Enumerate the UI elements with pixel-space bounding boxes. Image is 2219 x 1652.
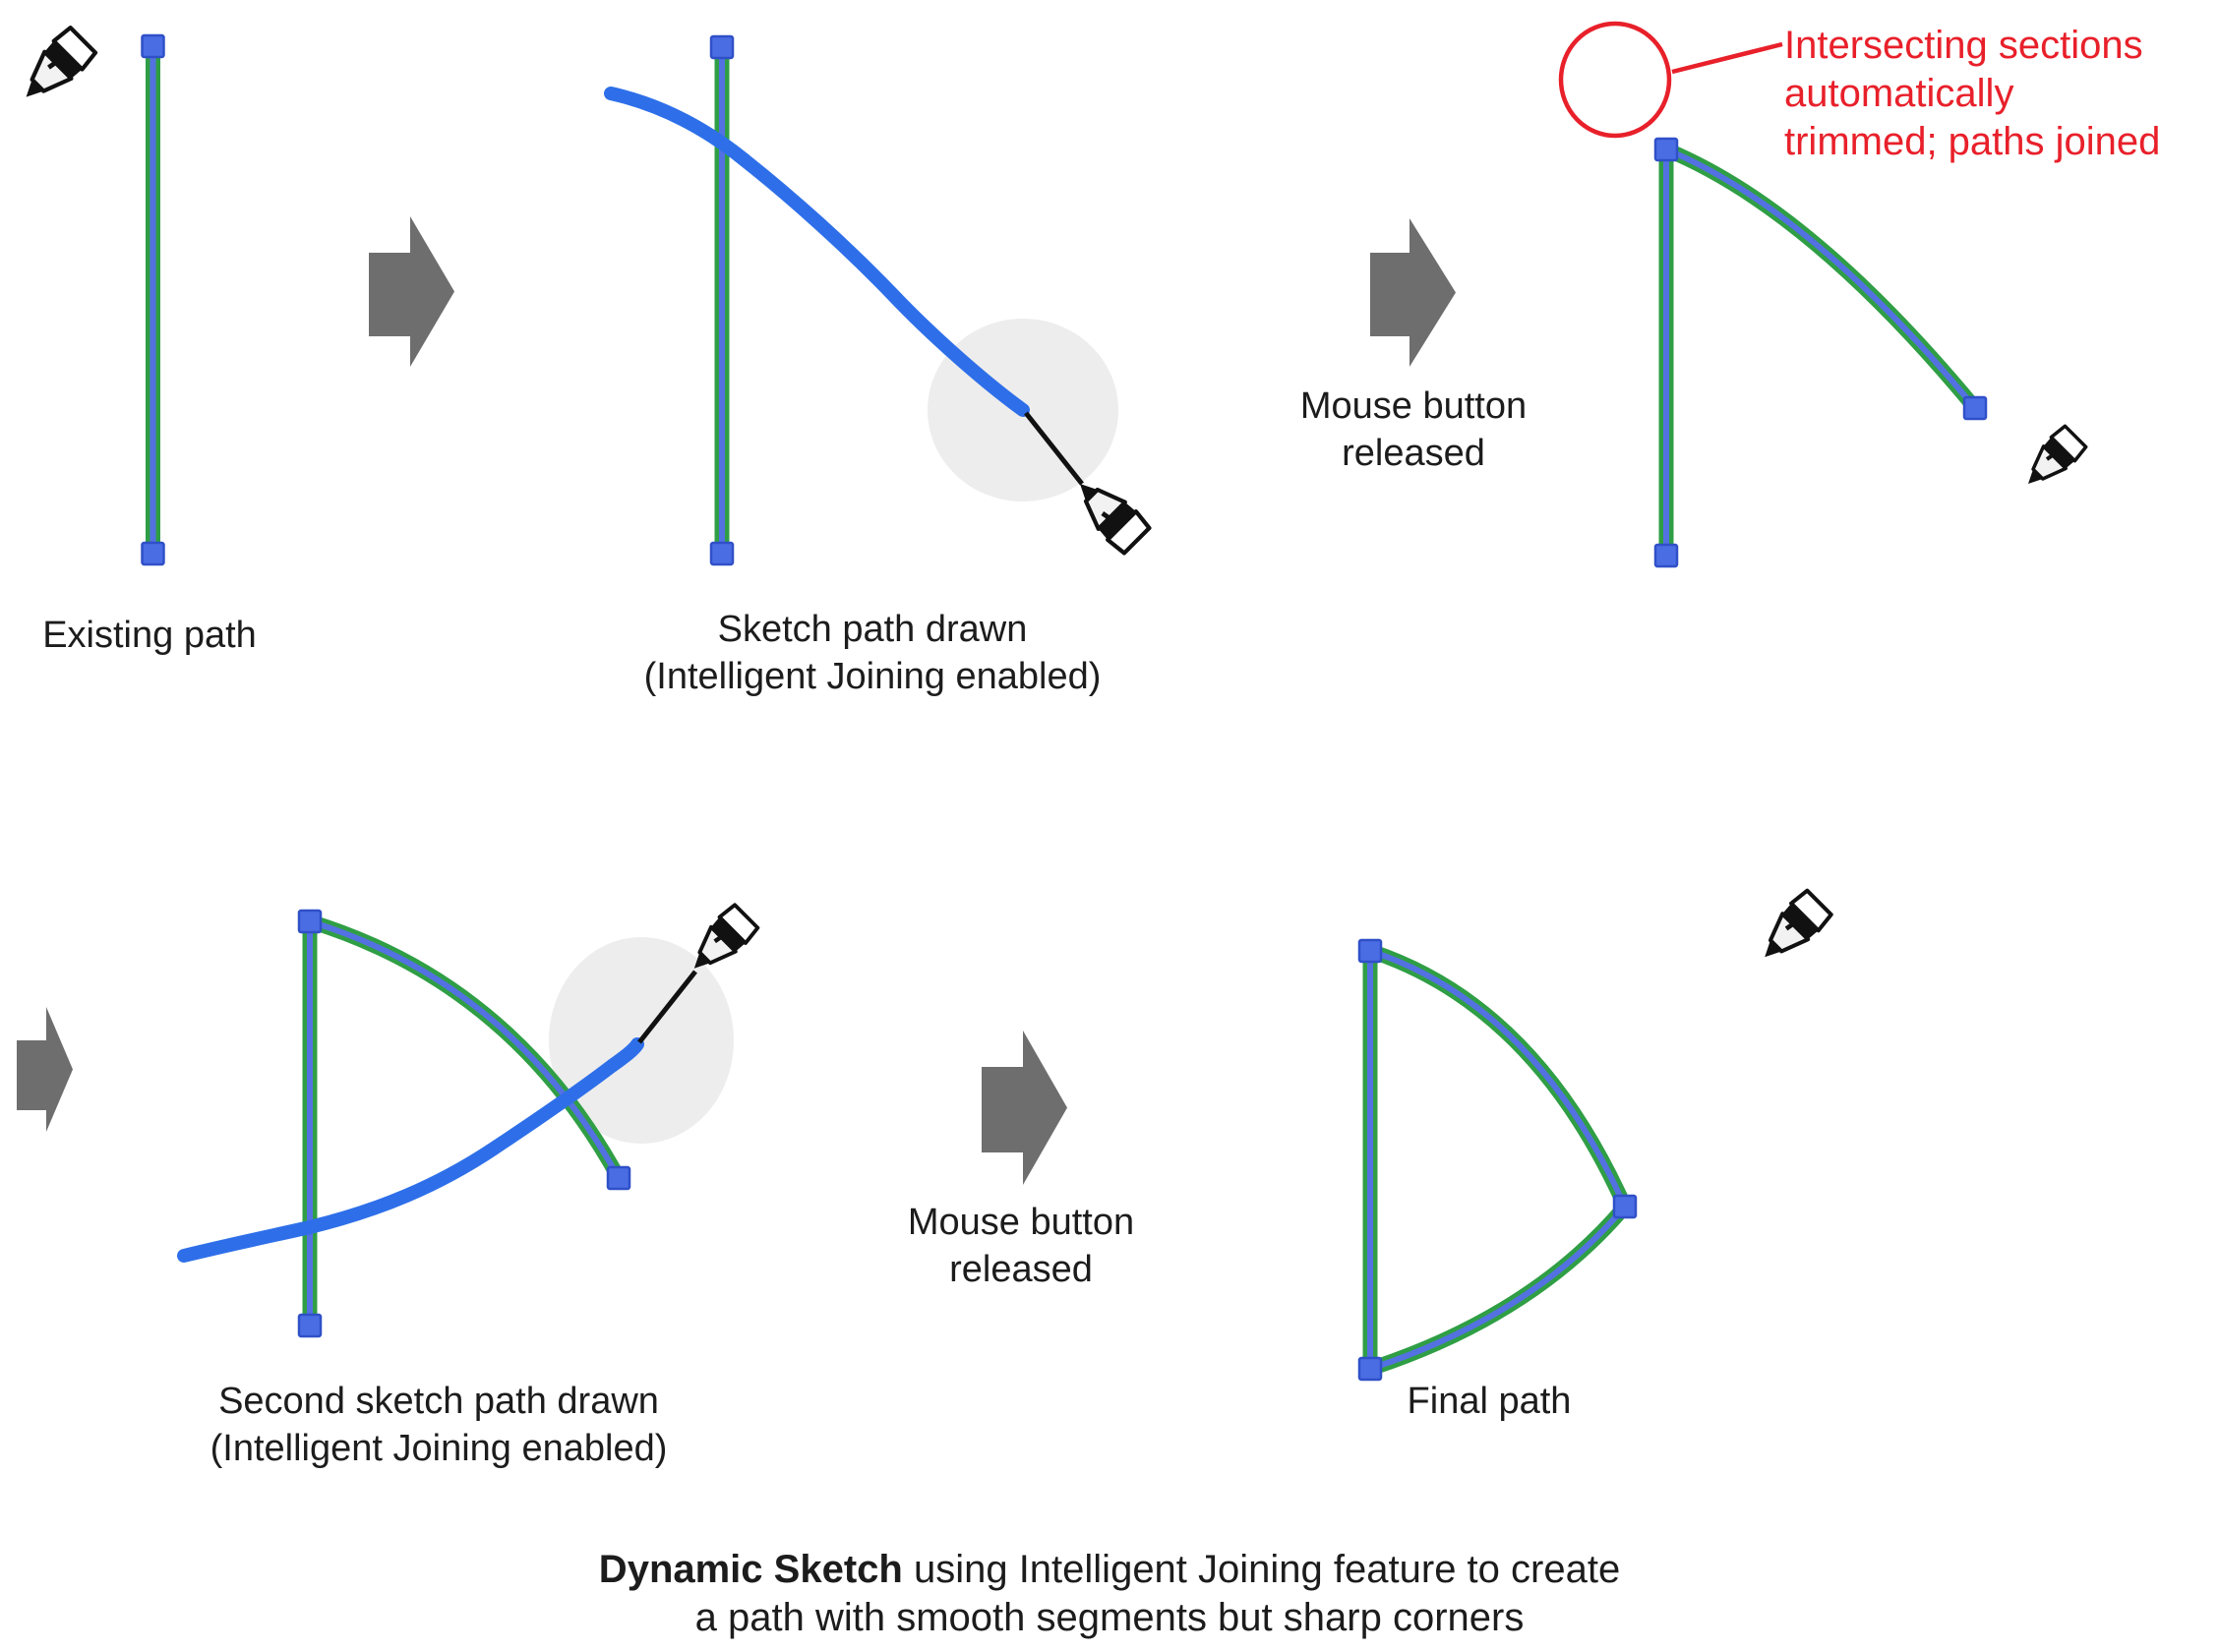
joined-path-core <box>309 918 622 1180</box>
caption-line: a path with smooth segments but sharp co… <box>694 1596 1525 1639</box>
path-node <box>1653 543 1679 568</box>
sketch-path-panel <box>604 34 1149 566</box>
final-path-outline <box>1367 943 1632 1210</box>
right-arrow-icon <box>369 216 454 367</box>
joined-path-core <box>1664 147 1978 410</box>
caption-bold-text: Dynamic Sketch <box>598 1548 903 1591</box>
label-line: (Intelligent Joining enabled) <box>210 1428 668 1469</box>
path-node <box>709 34 735 60</box>
sketch-stroke <box>604 87 1030 417</box>
label-line: released <box>949 1249 1093 1290</box>
trim-annotation: Intersecting sections automatically trim… <box>1784 22 2160 166</box>
label-line: released <box>1342 433 1485 474</box>
right-arrow-icon <box>17 1007 73 1132</box>
second-sketch-panel <box>177 905 758 1338</box>
right-arrow-icon <box>1370 218 1456 367</box>
label-line: Second sketch path drawn <box>218 1381 659 1422</box>
pen-cursor-icon <box>1080 484 1149 553</box>
path-node <box>606 1165 631 1191</box>
sketch-stroke <box>177 1037 644 1263</box>
path-node <box>709 541 735 566</box>
label-line: (Intelligent Joining enabled) <box>643 656 1102 697</box>
path-node <box>297 1313 323 1338</box>
pen-cursor-icon <box>694 905 758 969</box>
path-node <box>141 33 165 59</box>
pen-cursor-icon <box>2026 424 2088 486</box>
caption-line: Dynamic Sketch using Intelligent Joining… <box>599 1546 1620 1594</box>
path-node <box>1962 395 1988 421</box>
path-node <box>141 541 165 566</box>
path-node <box>1653 137 1679 162</box>
path-node <box>1357 1356 1383 1382</box>
pen-cursor-icon <box>1765 891 1831 958</box>
existing-path-label: Existing path <box>42 612 257 659</box>
mouse-released-label-1: Mouse button released <box>1300 383 1527 477</box>
annotation-line: trimmed; paths joined <box>1784 120 2161 163</box>
annotation-line: automatically <box>1784 72 2014 115</box>
label-line: Final path <box>1407 1381 1572 1422</box>
final-path-label: Final path <box>1408 1378 1572 1425</box>
mouse-released-label-2: Mouse button released <box>908 1199 1134 1293</box>
second-sketch-label: Second sketch path drawn (Intelligent Jo… <box>210 1378 668 1472</box>
path-node <box>297 909 323 934</box>
label-line: Existing path <box>42 615 257 656</box>
final-path-outline <box>1367 1202 1631 1377</box>
label-line: Mouse button <box>1299 385 1528 427</box>
right-arrow-icon <box>982 1031 1067 1185</box>
existing-path-panel <box>27 28 165 566</box>
final-path-panel <box>1357 891 1831 1382</box>
path-node <box>1612 1194 1638 1219</box>
label-line: Mouse button <box>907 1202 1135 1243</box>
final-path-core <box>1369 1205 1628 1372</box>
annotation-line: Intersecting sections <box>1784 24 2143 67</box>
joined-path-panel <box>1558 21 2088 568</box>
sketch-path-label: Sketch path drawn (Intelligent Joining e… <box>644 606 1102 700</box>
caption-text: using Intelligent Joining feature to cre… <box>902 1548 1621 1591</box>
path-node <box>1357 938 1383 964</box>
figure-caption: Dynamic Sketch using Intelligent Joining… <box>599 1546 1620 1642</box>
final-path-core <box>1369 948 1628 1209</box>
pen-shaft-line <box>637 970 697 1044</box>
pen-cursor-icon <box>27 28 95 96</box>
label-line: Sketch path drawn <box>717 609 1028 650</box>
joined-path-outline <box>1663 143 1981 413</box>
callout-leader-line <box>1671 41 1783 75</box>
pen-shaft-line <box>1024 411 1084 486</box>
red-callout-circle <box>1558 21 1672 139</box>
